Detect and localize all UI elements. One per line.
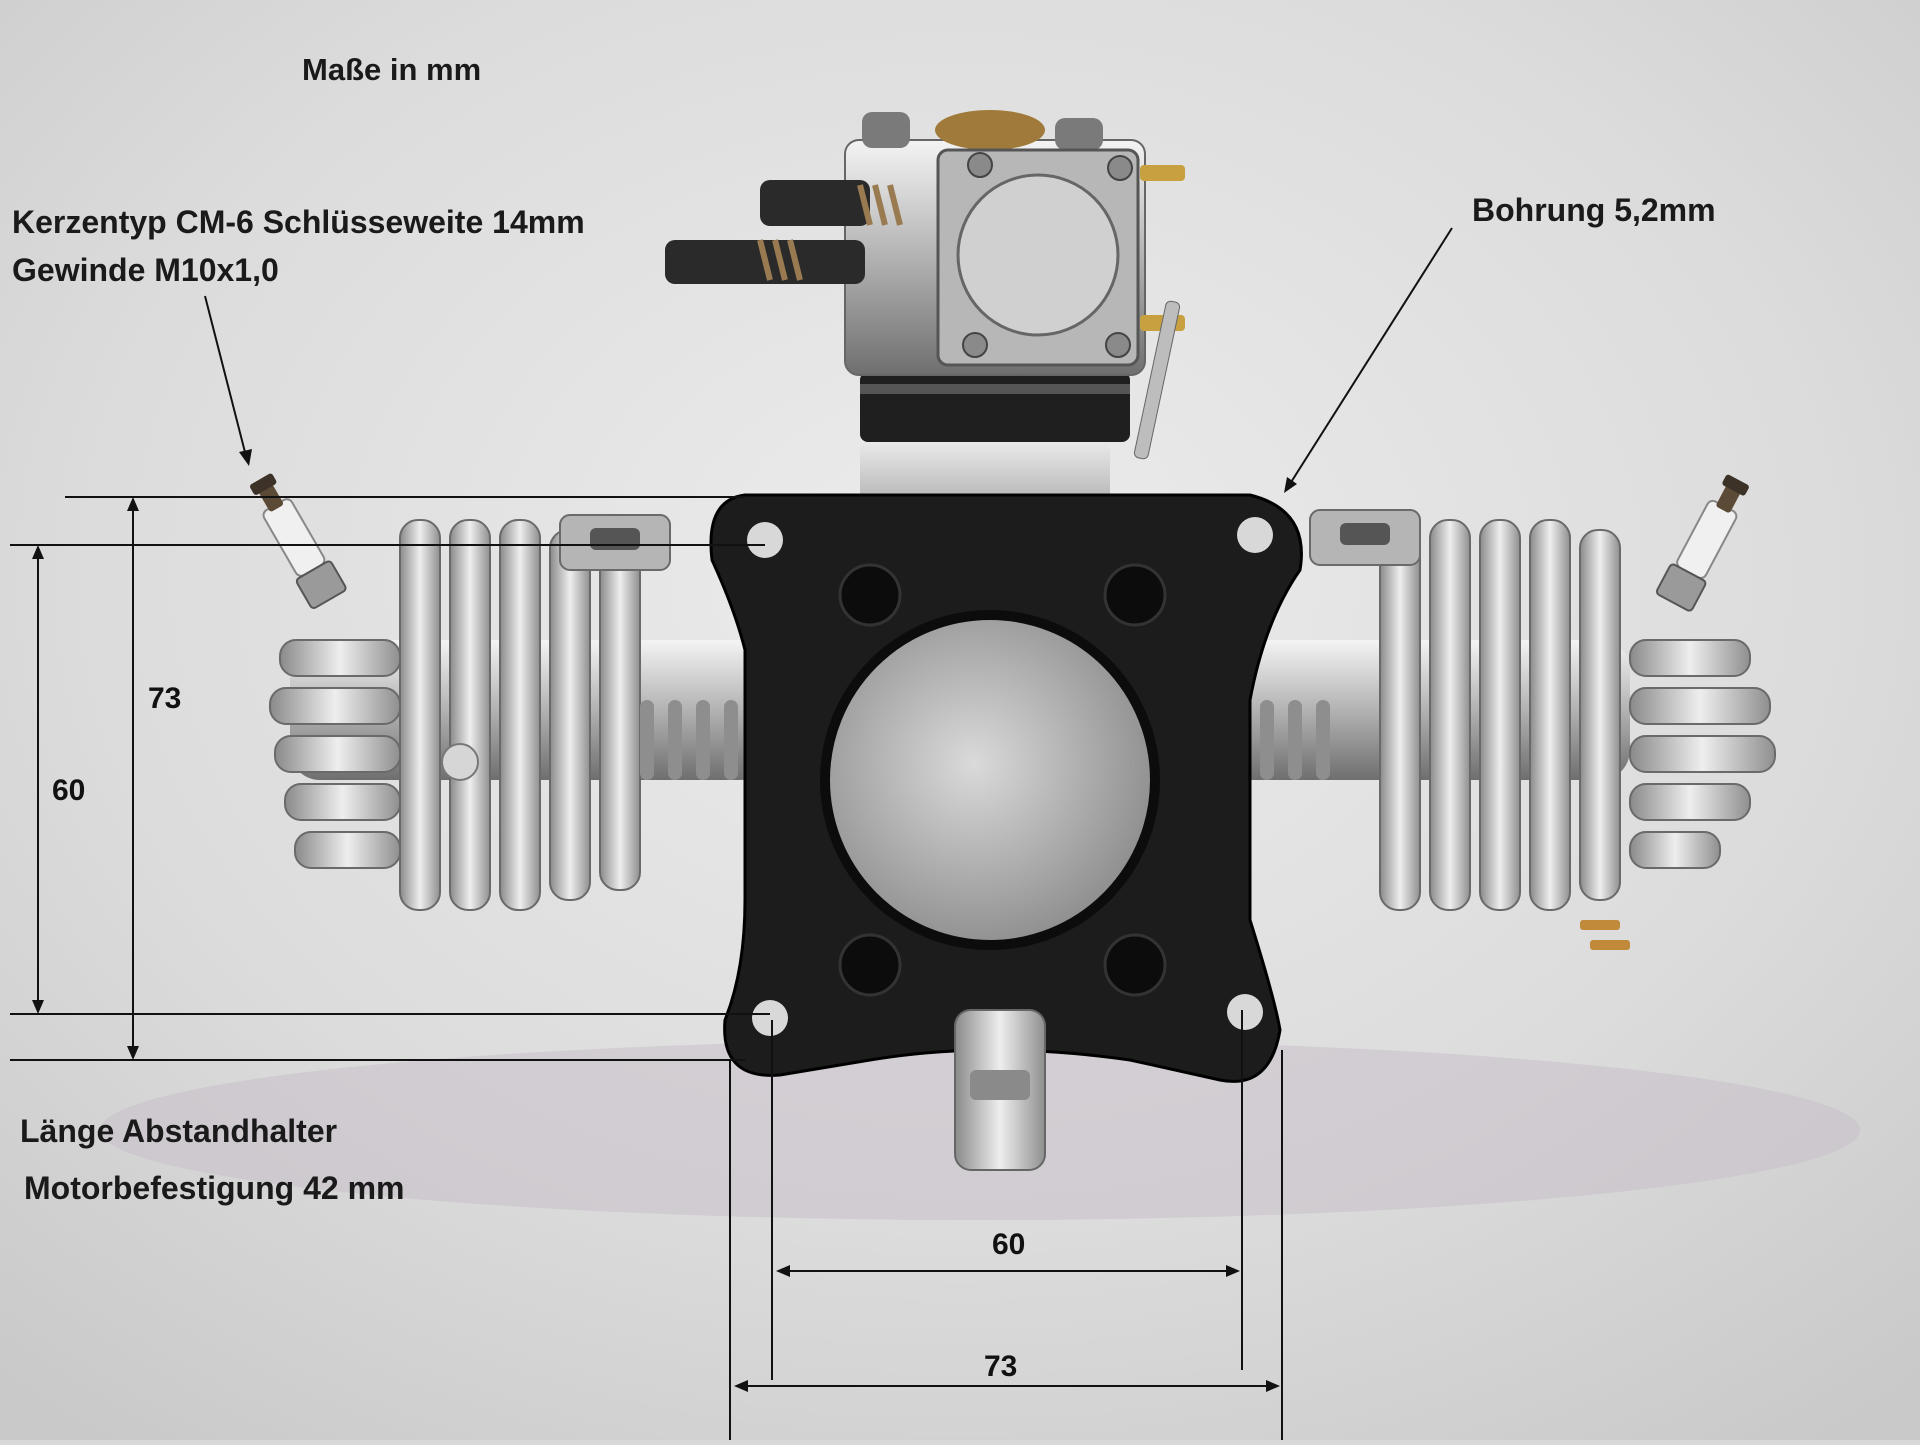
mount-hole-bottom-left xyxy=(752,1000,788,1036)
left-cylinder-pin xyxy=(441,743,479,781)
bore-label: Bohrung 5,2mm xyxy=(1472,192,1716,228)
left-cylinder-barrel-ribs xyxy=(640,700,738,780)
right-cylinder-barrel-ribs xyxy=(1260,700,1330,780)
leader-spark-plug xyxy=(204,295,248,461)
spark-plug-thread-label: Gewinde M10x1,0 xyxy=(12,252,279,288)
mount-bolts xyxy=(838,563,1167,997)
spark-plug-type-label: Kerzentyp CM-6 Schlüsseweite 14mm xyxy=(12,204,585,240)
mount-fastening-label: Motorbefestigung 42 mm xyxy=(24,1170,405,1206)
right-cylinder-head-fins xyxy=(1379,519,1621,911)
mount-hole-top-right xyxy=(1237,517,1273,553)
dim-value-horizontal-inner: 60 xyxy=(992,1228,1026,1261)
dimension-arrowheads xyxy=(32,449,1297,1392)
left-cylinder-head-fins xyxy=(399,519,641,911)
carburetor-gasket xyxy=(860,372,1130,442)
right-cylinder xyxy=(1150,509,1776,950)
carburetor-brass-cap xyxy=(935,110,1045,150)
crankcase-bore xyxy=(820,610,1160,950)
carburetor xyxy=(665,110,1185,460)
dim-value-vertical-outer: 73 xyxy=(148,682,182,715)
dimension-lines xyxy=(10,227,1453,1440)
dim-value-horizontal-outer: 73 xyxy=(984,1350,1018,1383)
leader-bore xyxy=(1287,227,1453,488)
spacer-length-label: Länge Abstandhalter xyxy=(20,1113,338,1149)
left-cylinder-rear-fins xyxy=(269,639,401,869)
right-ignition-leads xyxy=(1580,920,1630,950)
throttle-arm-brass xyxy=(1140,165,1185,181)
dim-value-vertical-inner: 60 xyxy=(52,774,86,807)
mounting-plate xyxy=(709,493,1303,1083)
needle-valves xyxy=(665,180,903,284)
left-cylinder xyxy=(269,514,770,911)
right-spark-plug xyxy=(1655,474,1749,612)
units-caption: Maße in mm xyxy=(302,52,482,87)
mount-hole-top-left xyxy=(747,522,783,558)
spacer-post xyxy=(954,1009,1046,1171)
right-cylinder-rear-fins xyxy=(1629,639,1776,869)
mount-hole-bottom-right xyxy=(1227,994,1263,1030)
